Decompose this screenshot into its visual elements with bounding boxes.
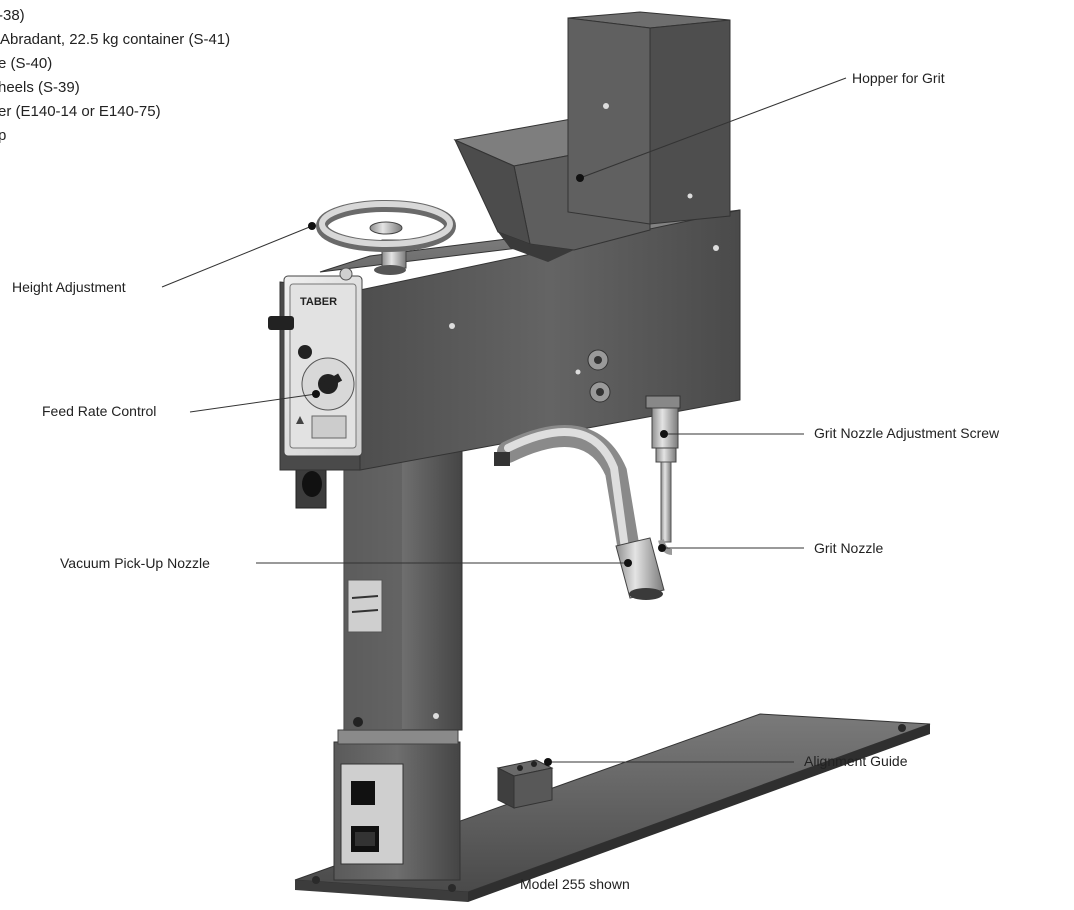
leader-nozzle-screw-dot [660, 430, 668, 438]
leader-grit-nozzle-dot [658, 544, 666, 552]
grit-nozzle-assembly [645, 395, 681, 555]
label-alignment-guide: Alignment Guide [804, 753, 908, 769]
label-hopper: Hopper for Grit [852, 70, 945, 86]
leader-vacuum-dot [624, 559, 632, 567]
vacuum-nozzle [494, 425, 665, 600]
label-feed-rate-control: Feed Rate Control [42, 403, 157, 419]
grit-tower [567, 11, 731, 225]
leader-feed-rate [189, 393, 317, 413]
accessory-list-item: er (E140-14 or E140-75) [0, 103, 161, 120]
leader-alignment-dot [544, 758, 552, 766]
leader-feed-rate-dot [312, 390, 320, 398]
control-panel [283, 275, 363, 457]
accessory-list-item: heels (S-39) [0, 79, 80, 96]
label-grit-nozzle: Grit Nozzle [814, 540, 884, 556]
alignment-guide-block [496, 759, 554, 809]
leader-hopper [579, 77, 847, 179]
leader-lines [161, 77, 847, 766]
label-vacuum-pick-up-nozzle: Vacuum Pick-Up Nozzle [60, 555, 210, 571]
accessory-list: S-38) Abradant, 22.5 kg container (S-41)… [0, 4, 230, 148]
accessory-list-item: Abradant, 22.5 kg container (S-41) [0, 31, 231, 48]
panel-brand: TABER [300, 296, 338, 308]
leader-hopper-dot [576, 174, 584, 182]
power-housing [333, 729, 461, 881]
vertical-post [343, 439, 463, 731]
label-grit-nozzle-adjustment-screw: Grit Nozzle Adjustment Screw [814, 425, 1000, 441]
height-handwheel [316, 200, 456, 281]
accessory-list-item: p [0, 127, 7, 144]
leader-height-dot [308, 222, 316, 230]
caption-model: Model 255 shown [520, 876, 630, 892]
label-height-adjustment: Height Adjustment [12, 279, 126, 295]
accessory-list-item: S-38) [0, 7, 25, 24]
side-knob [268, 316, 294, 330]
leader-height [161, 225, 313, 288]
accessory-list-item: e (S-40) [0, 55, 53, 72]
